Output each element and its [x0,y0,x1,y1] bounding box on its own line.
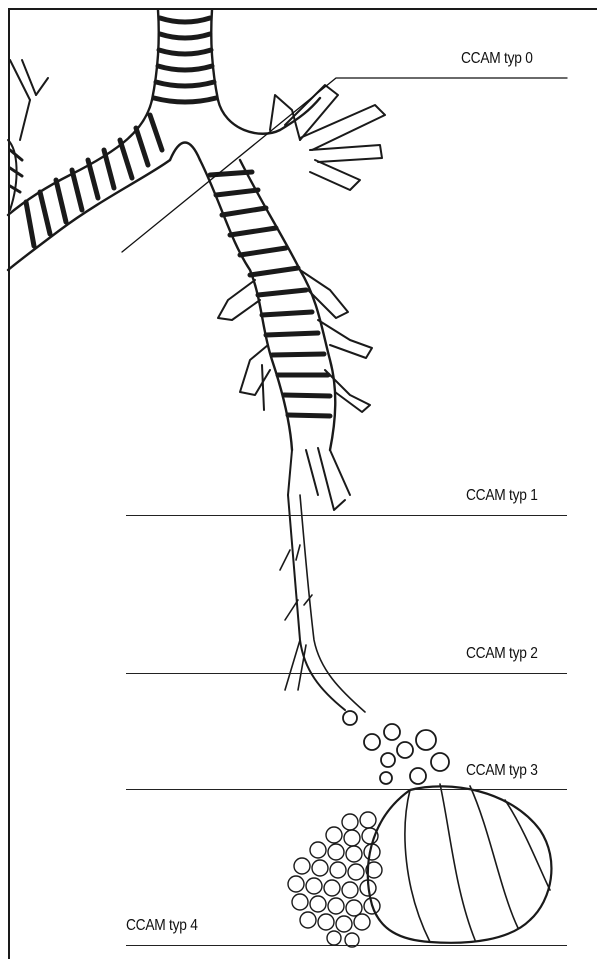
alveolar-cluster-small [343,711,449,784]
level-line-typ4 [126,945,567,946]
label-typ3: CCAM typ 3 [466,762,538,780]
left-main-bronchus [8,60,200,270]
trachea [152,10,218,102]
small-cysts [288,812,382,947]
level-line-typ1 [126,515,567,516]
bronchiole [280,495,365,712]
level-line-typ3 [126,789,567,790]
right-bronchus [200,85,385,510]
level-line-typ2 [126,673,567,674]
label-typ2: CCAM typ 2 [466,645,538,663]
cystic-lobule [368,784,552,943]
label-typ0: CCAM typ 0 [461,50,533,68]
label-typ1: CCAM typ 1 [466,487,538,505]
label-typ4: CCAM typ 4 [126,917,198,935]
